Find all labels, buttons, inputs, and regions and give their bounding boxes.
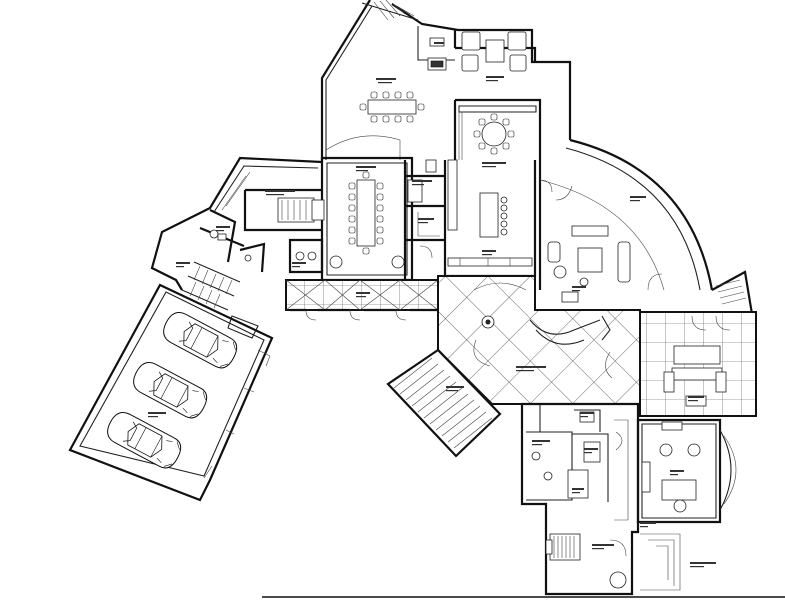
family-room — [538, 138, 714, 303]
sunroom — [639, 270, 757, 417]
bedroom-suite — [520, 402, 681, 596]
entry-steps — [386, 348, 502, 458]
study — [636, 418, 737, 524]
kitchen — [443, 98, 542, 278]
garage — [68, 283, 274, 502]
mudroom-wing — [150, 156, 325, 311]
dining-wing — [320, 0, 572, 160]
gallery-foyer — [285, 275, 641, 405]
room-label-marks — [148, 42, 716, 568]
